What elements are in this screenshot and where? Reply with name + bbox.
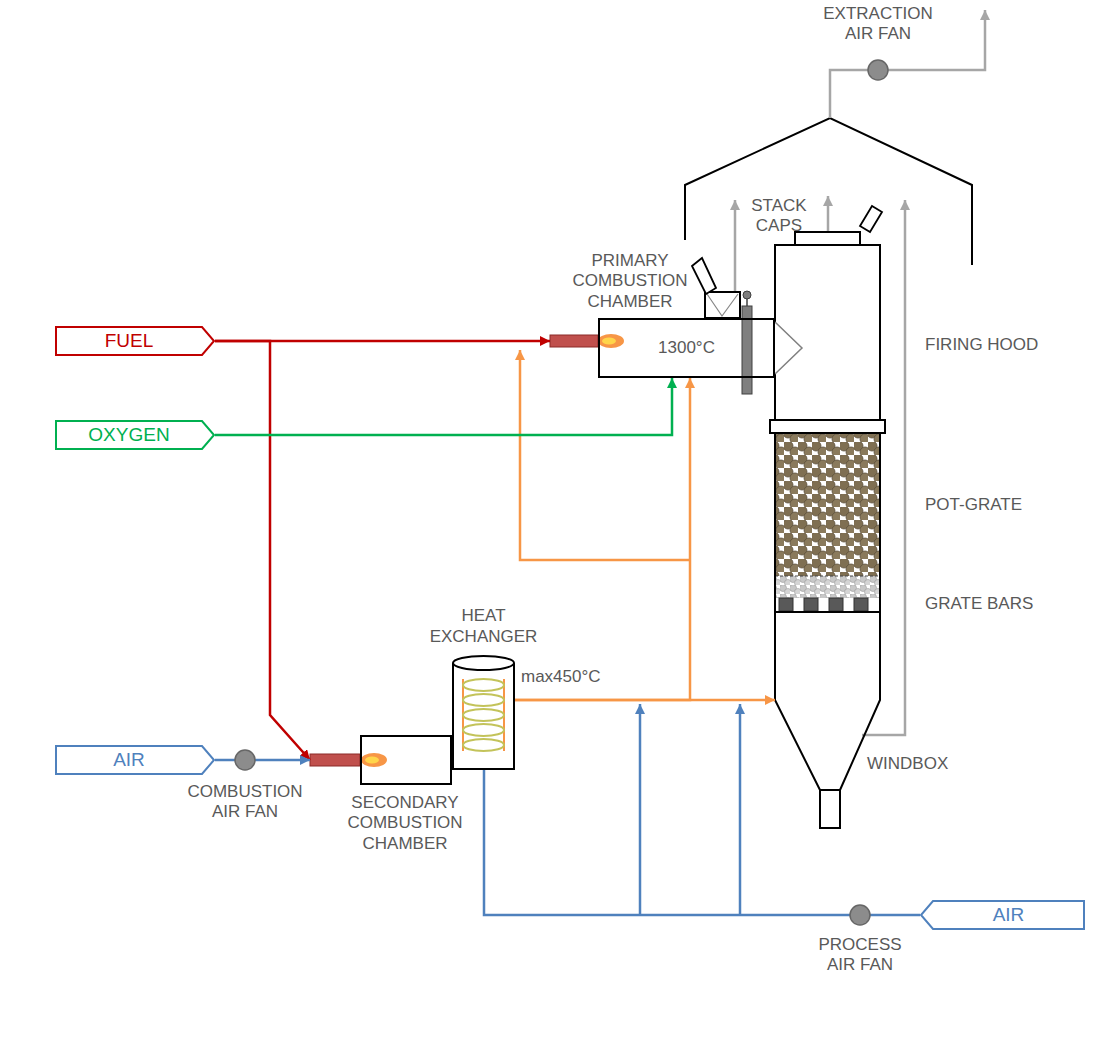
part-label: GRATE BARS [925, 594, 1033, 614]
part-label: STACK CAPS [743, 196, 815, 237]
node-label: FUEL [55, 326, 203, 356]
node-label: SECONDARY COMBUSTION CHAMBER [337, 793, 473, 854]
node-label: AIR [932, 900, 1085, 930]
coil-turn [463, 679, 504, 691]
flow-line [215, 759, 310, 762]
pot-grate-vessel: WINDBOX [775, 232, 880, 830]
vessel-column [775, 245, 880, 420]
pot-grate-shell [775, 433, 880, 612]
extraction-fan [868, 60, 888, 80]
flow-line [484, 770, 920, 915]
flame-core [602, 338, 616, 345]
fan-label: PROCESS AIR FAN [805, 935, 915, 976]
coil-turn [463, 724, 504, 736]
air-tag: AIR [55, 745, 215, 775]
node-label: WINDBOX [867, 754, 948, 774]
cylinder-body [453, 663, 514, 769]
node-value: 1300°C [598, 318, 775, 378]
part-label: FIRING HOOD [925, 335, 1038, 355]
coil-turn [463, 694, 504, 706]
flue-arrow [827, 196, 830, 232]
hot-air-branch [520, 350, 690, 560]
grate-bars [779, 598, 868, 611]
rod-knob [743, 291, 751, 299]
coil-turn [463, 739, 504, 751]
vessel-flange [770, 420, 885, 433]
flame-core [365, 757, 379, 764]
chimney-cone [707, 294, 738, 316]
node-label: HEAT EXCHANGER [423, 606, 544, 647]
burner [310, 754, 360, 766]
tag-shape [56, 421, 214, 449]
hearth-layer [776, 576, 879, 598]
chimney [705, 292, 740, 318]
air-feed [639, 704, 642, 915]
tag-shape [921, 901, 1084, 929]
heat-exchanger: HEAT EXCHANGERmax450°C [452, 655, 515, 770]
node-label: PRIMARY COMBUSTION CHAMBER [562, 251, 698, 312]
node-value: max450°C [521, 667, 601, 687]
fan-label: EXTRACTION AIR FAN [813, 4, 943, 45]
cylinder-top [453, 656, 514, 670]
secondary-chamber: SECONDARY COMBUSTION CHAMBER [310, 735, 452, 785]
air-feed [739, 704, 742, 915]
flow-line [515, 378, 690, 700]
chamber-outline [360, 735, 452, 785]
node-label: OXYGEN [55, 420, 203, 450]
fuel-tag: FUEL [55, 326, 215, 356]
part-label: POT-GRATE [925, 495, 1022, 515]
flow-line [215, 341, 310, 760]
node-label: AIR [55, 745, 203, 775]
fan-base [854, 915, 866, 923]
oxygen-tag: OXYGEN [55, 420, 215, 450]
flue-arrow [734, 200, 737, 292]
coil-turn [463, 709, 504, 721]
flame [361, 753, 387, 767]
burner [550, 335, 598, 347]
fan-base [872, 70, 884, 78]
fan-base [239, 760, 251, 768]
tag-shape [56, 327, 214, 355]
flow-line [215, 378, 672, 435]
combustion-fan [235, 750, 255, 770]
flame [598, 334, 624, 348]
grate-line [775, 576, 880, 577]
stack-cap [860, 206, 882, 232]
windbox-outlet [820, 790, 840, 828]
windbox-shell [775, 612, 880, 790]
vessel-top-cap [795, 232, 860, 245]
chamber-outlet [775, 322, 802, 374]
tag-shape [56, 746, 214, 774]
firing-hood [685, 118, 972, 265]
process-fan [850, 905, 870, 925]
pellet-bed [776, 434, 879, 576]
cylinder-outline [452, 655, 515, 770]
stack-cap [692, 258, 716, 294]
air-tag: AIR [920, 900, 1085, 930]
primary-chamber: PRIMARY COMBUSTION CHAMBER1300°C [550, 318, 775, 378]
fan-label: COMBUSTION AIR FAN [180, 782, 310, 823]
